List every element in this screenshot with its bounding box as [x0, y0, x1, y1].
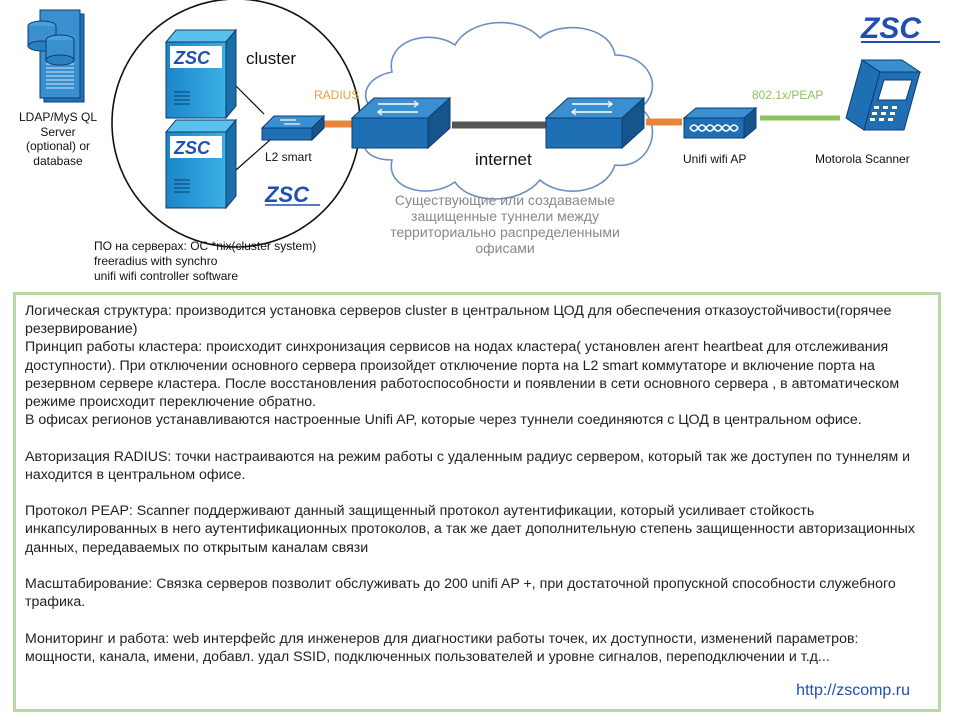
zsc-logo-cluster: ZSC — [264, 182, 320, 207]
database-icon — [27, 9, 85, 103]
peap-label: 802.1x/PEAP — [752, 88, 824, 102]
svg-text:ZSC: ZSC — [173, 138, 211, 158]
description-box: Логическая структура: производится устан… — [13, 292, 941, 712]
server2-switch-line — [235, 139, 271, 171]
network-diagram: ZSC ZSC ZSC ZSC — [27, 0, 940, 248]
software-note: ПО на серверах: ОС *nix(cluster system) … — [94, 239, 316, 284]
regional-switch — [544, 96, 646, 150]
unifi-ap-icon — [682, 106, 758, 140]
cluster-server-1 — [164, 28, 238, 120]
paragraph-logical-structure: Логическая структура: производится устан… — [25, 303, 892, 338]
software-line-3: unifi wifi controller software — [94, 269, 239, 283]
radius-label: RADIUS — [314, 88, 360, 102]
paragraph-cluster-principle: Принцип работы кластера: происходит синх… — [25, 339, 900, 411]
l2-smart-switch — [260, 114, 326, 142]
software-line-1: ПО на серверах: ОС *nix(cluster system) — [94, 239, 317, 253]
paragraph-radius: Авторизация RADIUS: точки настраиваются … — [25, 448, 911, 483]
paragraph-regional-offices: В офисах регионов устанавливаются настро… — [25, 412, 862, 429]
cluster-label: cluster — [246, 49, 297, 68]
software-line-2: freeradius with synchro — [94, 254, 218, 268]
paragraph-monitoring: Мониторинг и работа: web интерфейс для и… — [25, 630, 859, 665]
website-link[interactable]: http://zscomp.ru — [796, 681, 910, 699]
paragraph-scaling: Масштабирование: Связка серверов позволи… — [25, 576, 896, 611]
svg-text:ZSC: ZSC — [264, 182, 310, 207]
scanner-icon — [845, 59, 922, 131]
scanner-label: Motorola Scanner — [815, 152, 910, 166]
ap-label: Unifi wifi AP — [683, 152, 747, 166]
cluster-server-2 — [164, 118, 238, 210]
internet-label: internet — [475, 150, 532, 169]
svg-text:ZSC: ZSC — [173, 48, 211, 68]
server1-switch-line — [235, 85, 265, 115]
zsc-logo-server-2: ZSC — [173, 138, 211, 158]
database-label: LDAP/MyS QL Server (optional) or databas… — [18, 110, 98, 168]
tunnel-description: Существующие или создаваемые защищенные … — [390, 192, 620, 256]
switch-label: L2 smart — [265, 150, 312, 164]
central-switch — [350, 96, 452, 150]
paragraph-peap: Протокол PEAP: Scanner поддерживают данн… — [25, 503, 915, 556]
zsc-logo-top-right: ZSC — [860, 12, 940, 45]
zsc-logo-server-1: ZSC — [173, 48, 211, 68]
svg-text:ZSC: ZSC — [860, 12, 922, 45]
